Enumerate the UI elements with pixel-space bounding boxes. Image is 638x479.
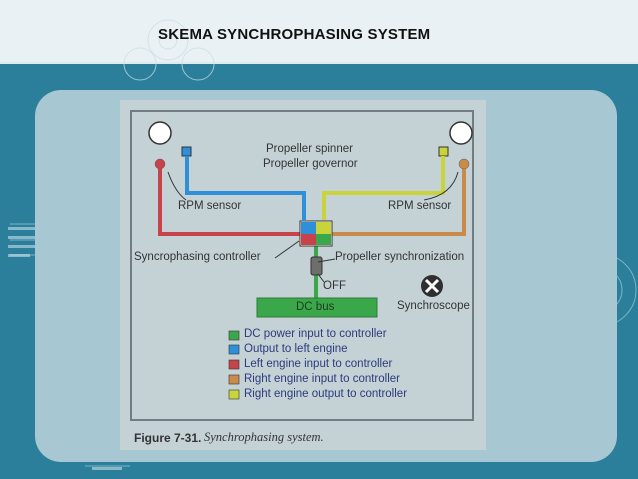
controller-power-cell (316, 234, 331, 245)
legend-label-right-input: Right engine input to controller (244, 373, 400, 385)
figure-number: Figure 7-31. (134, 431, 202, 445)
propeller-synchronization-label: Propeller synchronization (335, 251, 465, 263)
figure-caption: Synchrophasing system. (204, 430, 324, 444)
left-rpm-sensor-leader (167, 171, 187, 201)
figure-background (120, 100, 486, 450)
legend-label-left-input: Left engine input to controller (244, 358, 393, 370)
legend-swatch-left-input (228, 359, 240, 370)
left-propeller-spinner (148, 121, 172, 145)
synchroscope-label: Synchroscope (397, 300, 470, 312)
propeller-synchronization-switch (310, 256, 323, 276)
controller-right-output-cell (316, 222, 331, 234)
dc-bus-label: DC bus (296, 301, 335, 313)
legend-swatch-right-input (228, 374, 240, 385)
output-to-left-engine-wire (185, 156, 306, 220)
right-propeller-spinner (449, 121, 473, 145)
right-rpm-sensor-leader (423, 171, 459, 201)
sync-switch-leader (317, 258, 336, 263)
legend-label-right-output: Right engine output to controller (244, 388, 408, 400)
controller-leader (274, 240, 300, 259)
radial-engine-sketch-top (147, 19, 189, 61)
off-label: OFF (323, 280, 346, 292)
propeller-spinner-label: Propeller spinner (266, 143, 353, 155)
legend-swatch-dc-power (228, 330, 240, 341)
dc-bus-bar (256, 297, 378, 318)
right-engine-output-wire (322, 156, 445, 220)
controller-left-output-cell (301, 222, 316, 234)
syncrophasing-controller-label: Syncrophasing controller (134, 251, 261, 263)
legend-swatch-output-left (228, 344, 240, 355)
left-propeller-governor (181, 146, 192, 157)
off-leader (317, 273, 325, 283)
legend-label-dc-power: DC power input to controller (244, 328, 387, 340)
controller-left-input-cell (301, 234, 316, 245)
legend-label-output-left: Output to left engine (244, 343, 348, 355)
right-rpm-sensor (458, 158, 470, 170)
right-engine-input-wire (332, 169, 466, 236)
rpm-sensor-left-label: RPM sensor (178, 200, 242, 212)
title-band (0, 0, 638, 64)
right-propeller-governor (438, 146, 449, 157)
left-rpm-sensor (154, 158, 166, 170)
diagram-frame (130, 110, 474, 421)
left-engine-input-wire (158, 169, 300, 236)
propeller-governor-label: Propeller governor (263, 158, 358, 170)
slide-title: SKEMA SYNCHROPHASING SYSTEM (158, 26, 431, 43)
rpm-sensor-right-label: RPM sensor (388, 200, 452, 212)
legend-swatch-right-output (228, 389, 240, 400)
